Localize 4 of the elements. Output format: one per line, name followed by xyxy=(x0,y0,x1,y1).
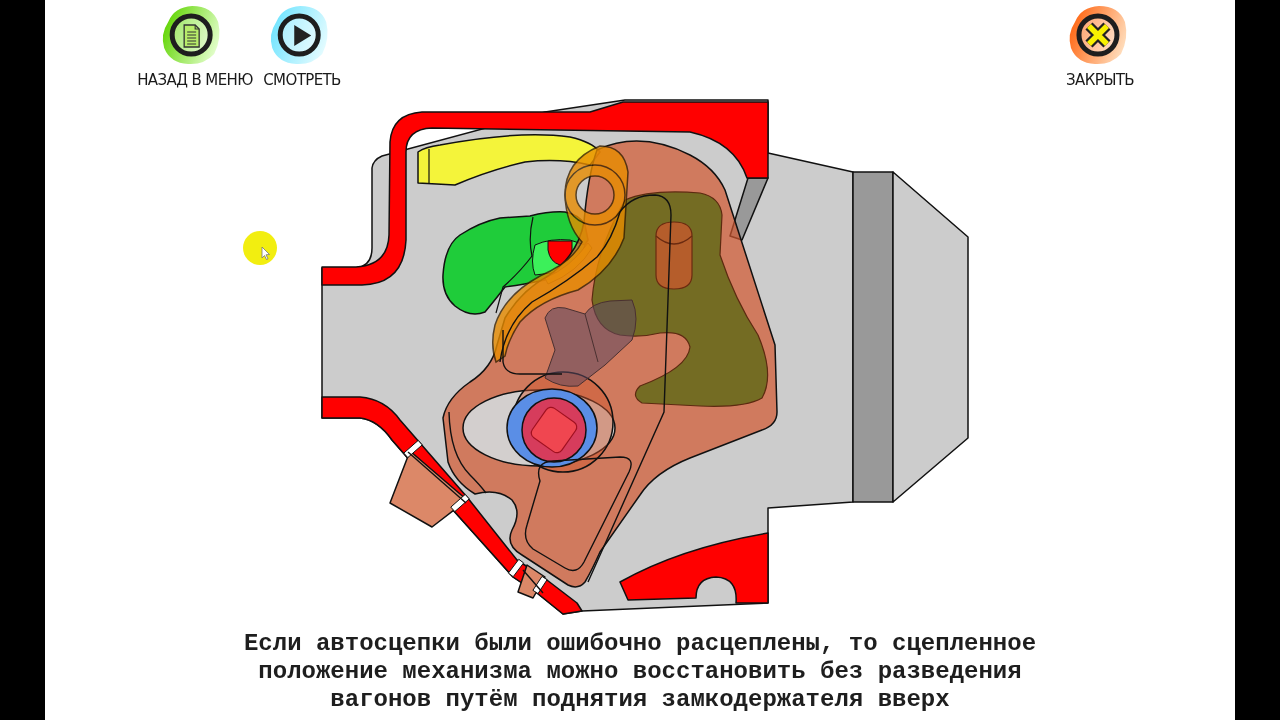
menu-button: НАЗАД В МЕНЮ xyxy=(137,4,253,89)
caption-text: Если автосцепки были ошибочно расцеплены, то сцепленное положение механизма можно восстановить без разведения вагонов путём поднятия замкодержателя вверх xyxy=(242,630,1038,714)
close-button: ЗАКРЫТЬ xyxy=(1065,4,1135,89)
play-button: СМОТРЕТЬ xyxy=(263,4,341,89)
